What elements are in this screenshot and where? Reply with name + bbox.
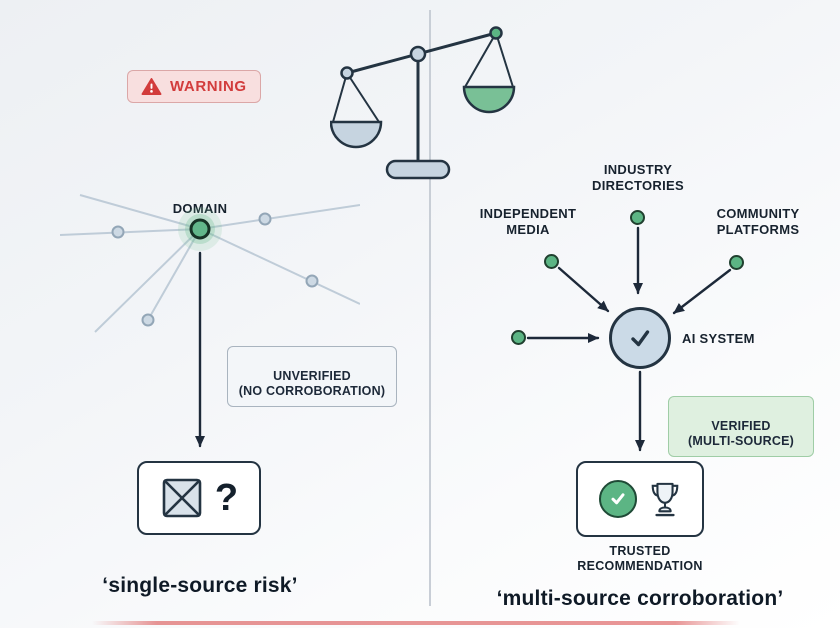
scale-pivot — [409, 45, 427, 63]
source-network-graph — [60, 194, 360, 333]
domain-center-node — [189, 218, 211, 240]
trophy-icon — [651, 482, 678, 517]
balance-scale-illustration — [330, 26, 516, 180]
center-divider — [429, 10, 431, 606]
scale-right-strings — [464, 32, 514, 88]
network-node — [305, 274, 319, 288]
warning-label: WARNING — [170, 78, 247, 95]
source-label-community: COMMUNITY PLATFORMS — [716, 206, 800, 237]
network-edges — [60, 194, 360, 333]
scale-left-strings — [332, 72, 380, 123]
check-icon — [631, 330, 650, 347]
domain-label: DOMAIN — [130, 201, 270, 217]
network-node — [111, 225, 125, 239]
verified-check-icon — [598, 480, 637, 518]
scale-base — [385, 159, 451, 180]
ai-system-label: AI SYSTEM — [682, 331, 755, 346]
verified-label-box: VERIFIED (MULTI-SOURCE) — [668, 396, 814, 457]
scale-right-pan — [462, 85, 516, 114]
trusted-result-box — [576, 461, 704, 537]
network-node — [258, 212, 272, 226]
ai-system-node — [609, 307, 671, 369]
arrow-community-to-ai — [672, 268, 732, 315]
verified-label: VERIFIED (MULTI-SOURCE) — [687, 418, 795, 449]
network-node — [141, 313, 155, 327]
unverified-label: UNVERIFIED (NO CORROBORATION) — [238, 368, 386, 399]
source-dot-left — [511, 330, 526, 345]
single-source-result-box: ? — [137, 461, 261, 535]
warning-badge: WARNING — [127, 70, 261, 103]
arrow-independent-to-ai — [557, 266, 610, 313]
scale-left-pan — [330, 120, 383, 149]
bottom-accent — [92, 621, 740, 625]
source-label-industry: INDUSTRY DIRECTORIES — [592, 162, 684, 193]
trusted-recommendation-label: TRUSTED RECOMMENDATION — [577, 544, 703, 573]
source-dot-industry — [630, 210, 645, 225]
source-dot-independent — [544, 254, 559, 269]
right-caption: ‘multi-source corroboration’ — [496, 587, 784, 610]
scale-left-end-node — [340, 66, 354, 80]
crossed-image-icon — [162, 478, 202, 518]
left-caption: ‘single-source risk’ — [102, 574, 298, 597]
scale-right-end-node — [489, 26, 503, 40]
unverified-label-box: UNVERIFIED (NO CORROBORATION) — [227, 346, 397, 407]
source-dot-community — [729, 255, 744, 270]
question-mark: ? — [214, 477, 239, 519]
warning-triangle-icon — [141, 78, 162, 95]
source-label-independent: INDEPENDENT MEDIA — [479, 206, 577, 237]
